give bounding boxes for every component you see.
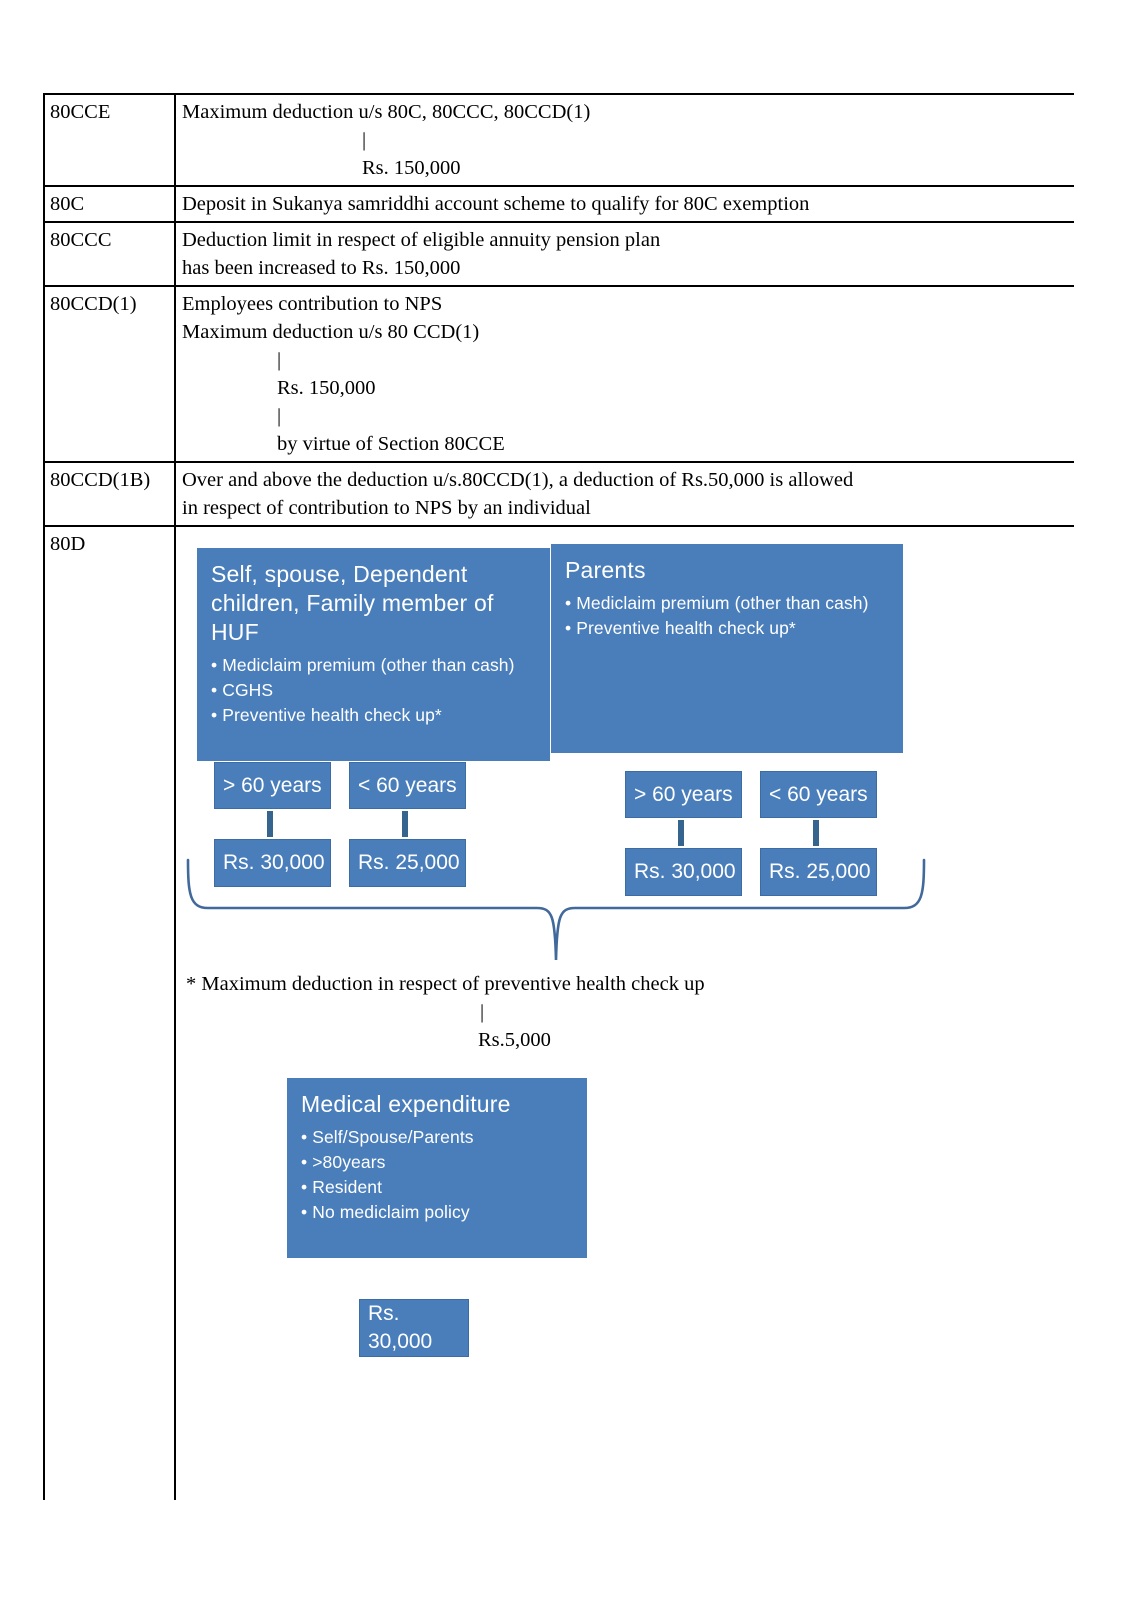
list-item: Mediclaim premium (other than cash) [565,591,891,616]
description-line: has been increased to Rs. 150,000 [182,257,461,279]
list-item: No mediclaim policy [301,1200,575,1225]
self-amount-under60-chip: Rs. 25,000 [349,839,466,887]
list-item: Preventive health check up* [211,703,538,728]
section-code-cell: 80CCE [43,95,176,185]
description-line: Employees contribution to NPS [182,293,443,315]
section-code-cell: 80CCC [43,223,176,285]
flow-connector-line: | [362,129,367,151]
table-row: 80CCD(1) Employees contribution to NPS M… [43,285,1074,461]
table-row: 80CCC Deduction limit in respect of elig… [43,221,1074,285]
amount-line: Rs. 150,000 [362,157,461,179]
connector-bar [678,820,684,846]
section-code-cell: 80CCD(1) [43,287,176,461]
list-item: CGHS [211,678,538,703]
description-line: Over and above the deduction u/s.80CCD(1… [182,469,854,491]
description-line: Maximum deduction u/s 80 CCD(1) [182,321,480,343]
deductions-table: 80CCE Maximum deduction u/s 80C, 80CCC, … [43,93,1074,1500]
footnote-line-1: * Maximum deduction in respect of preven… [186,973,705,995]
self-spouse-box-list: Mediclaim premium (other than cash) CGHS… [211,653,538,728]
parents-amount-over60-chip: Rs. 30,000 [625,848,742,896]
parents-amount-under60-chip: Rs. 25,000 [760,848,877,896]
list-item: >80years [301,1150,575,1175]
medical-expenditure-list: Self/Spouse/Parents >80years Resident No… [301,1125,575,1225]
section-description-cell: Maximum deduction u/s 80C, 80CCC, 80CCD(… [176,95,1074,185]
section-code-cell: 80CCD(1B) [43,463,176,525]
footnote-amount: Rs.5,000 [478,1029,551,1051]
description-line: Deduction limit in respect of eligible a… [182,229,661,251]
self-age-over60-chip: > 60 years [214,762,331,809]
self-spouse-box: Self, spouse, Dependent children, Family… [197,548,550,761]
list-item: Resident [301,1175,575,1200]
note-line: by virtue of Section 80CCE [277,433,505,455]
section-description-cell: Employees contribution to NPS Maximum de… [176,287,1074,461]
section-description-cell: Over and above the deduction u/s.80CCD(1… [176,463,1074,525]
self-age-under60-chip: < 60 years [349,762,466,809]
section-code-cell: 80D [43,527,176,1500]
section-description-cell: Deposit in Sukanya samriddhi account sch… [176,187,1074,221]
connector-bar [813,820,819,846]
section-description-cell: Deduction limit in respect of eligible a… [176,223,1074,285]
table-row: 80D Self, spouse, Dependent children, Fa… [43,525,1074,1500]
description-line: Deposit in Sukanya samriddhi account sch… [182,193,810,215]
flow-connector-line: | [277,405,282,427]
parents-box-list: Mediclaim premium (other than cash) Prev… [565,591,891,641]
table-row: 80C Deposit in Sukanya samriddhi account… [43,185,1074,221]
parents-age-under60-chip: < 60 years [760,771,877,818]
list-item: Mediclaim premium (other than cash) [211,653,538,678]
description-line: Maximum deduction u/s 80C, 80CCC, 80CCD(… [182,101,591,123]
medical-expenditure-amount-chip: Rs. 30,000 [359,1299,469,1357]
section-diagram-cell: Self, spouse, Dependent children, Family… [176,527,1074,1500]
medical-expenditure-title: Medical expenditure [301,1091,511,1117]
connector-bar [267,811,273,837]
self-amount-over60-chip: Rs. 30,000 [214,839,331,887]
list-item: Self/Spouse/Parents [301,1125,575,1150]
deduction-80d-diagram: Self, spouse, Dependent children, Family… [182,530,1074,1497]
list-item: Preventive health check up* [565,616,891,641]
connector-bar [402,811,408,837]
table-row: 80CCE Maximum deduction u/s 80C, 80CCC, … [43,93,1074,185]
parents-box-title: Parents [565,557,646,583]
flow-connector-line: | [277,349,282,371]
table-row: 80CCD(1B) Over and above the deduction u… [43,461,1074,525]
section-code-cell: 80C [43,187,176,221]
medical-expenditure-box: Medical expenditure Self/Spouse/Parents … [287,1078,587,1258]
footnote-connector: | [480,1001,485,1023]
parents-box: Parents Mediclaim premium (other than ca… [551,544,903,753]
description-line: in respect of contribution to NPS by an … [182,497,591,519]
parents-age-over60-chip: > 60 years [625,771,742,818]
self-spouse-box-title: Self, spouse, Dependent children, Family… [211,561,494,645]
amount-line: Rs. 150,000 [277,377,376,399]
